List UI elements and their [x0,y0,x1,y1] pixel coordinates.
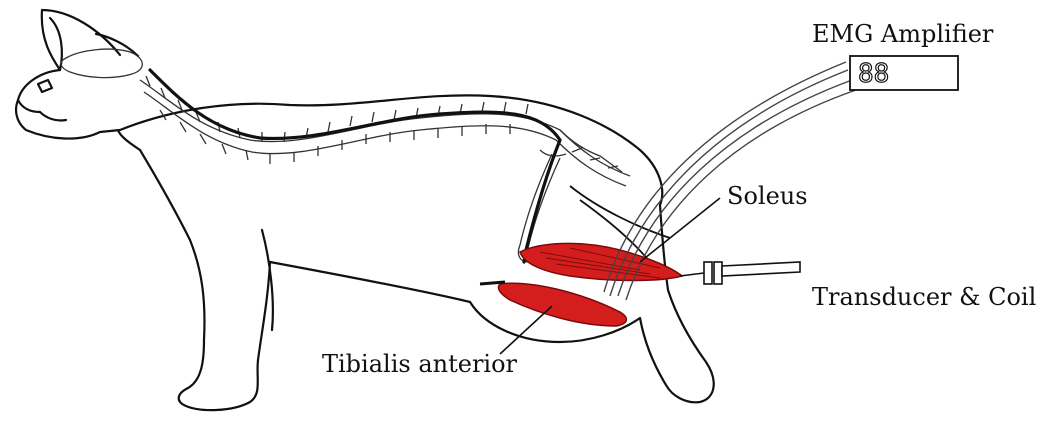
spine [61,49,630,262]
label-transducer-coil: Transducer & Coil [812,285,1036,309]
tibialis-anterior-muscle [498,283,626,326]
tibialis-tendon [480,282,505,284]
tibialis-leader-line [500,306,552,354]
label-tibialis-anterior: Tibialis anterior [322,352,517,376]
transducer-coil [680,262,800,284]
soleus-muscle [520,243,682,280]
label-emg-amplifier: EMG Amplifier [812,22,993,46]
amplifier-display: 88 [858,59,889,89]
nerve-line [150,70,560,262]
label-soleus: Soleus [727,184,808,208]
soleus-leader-line [640,198,720,262]
